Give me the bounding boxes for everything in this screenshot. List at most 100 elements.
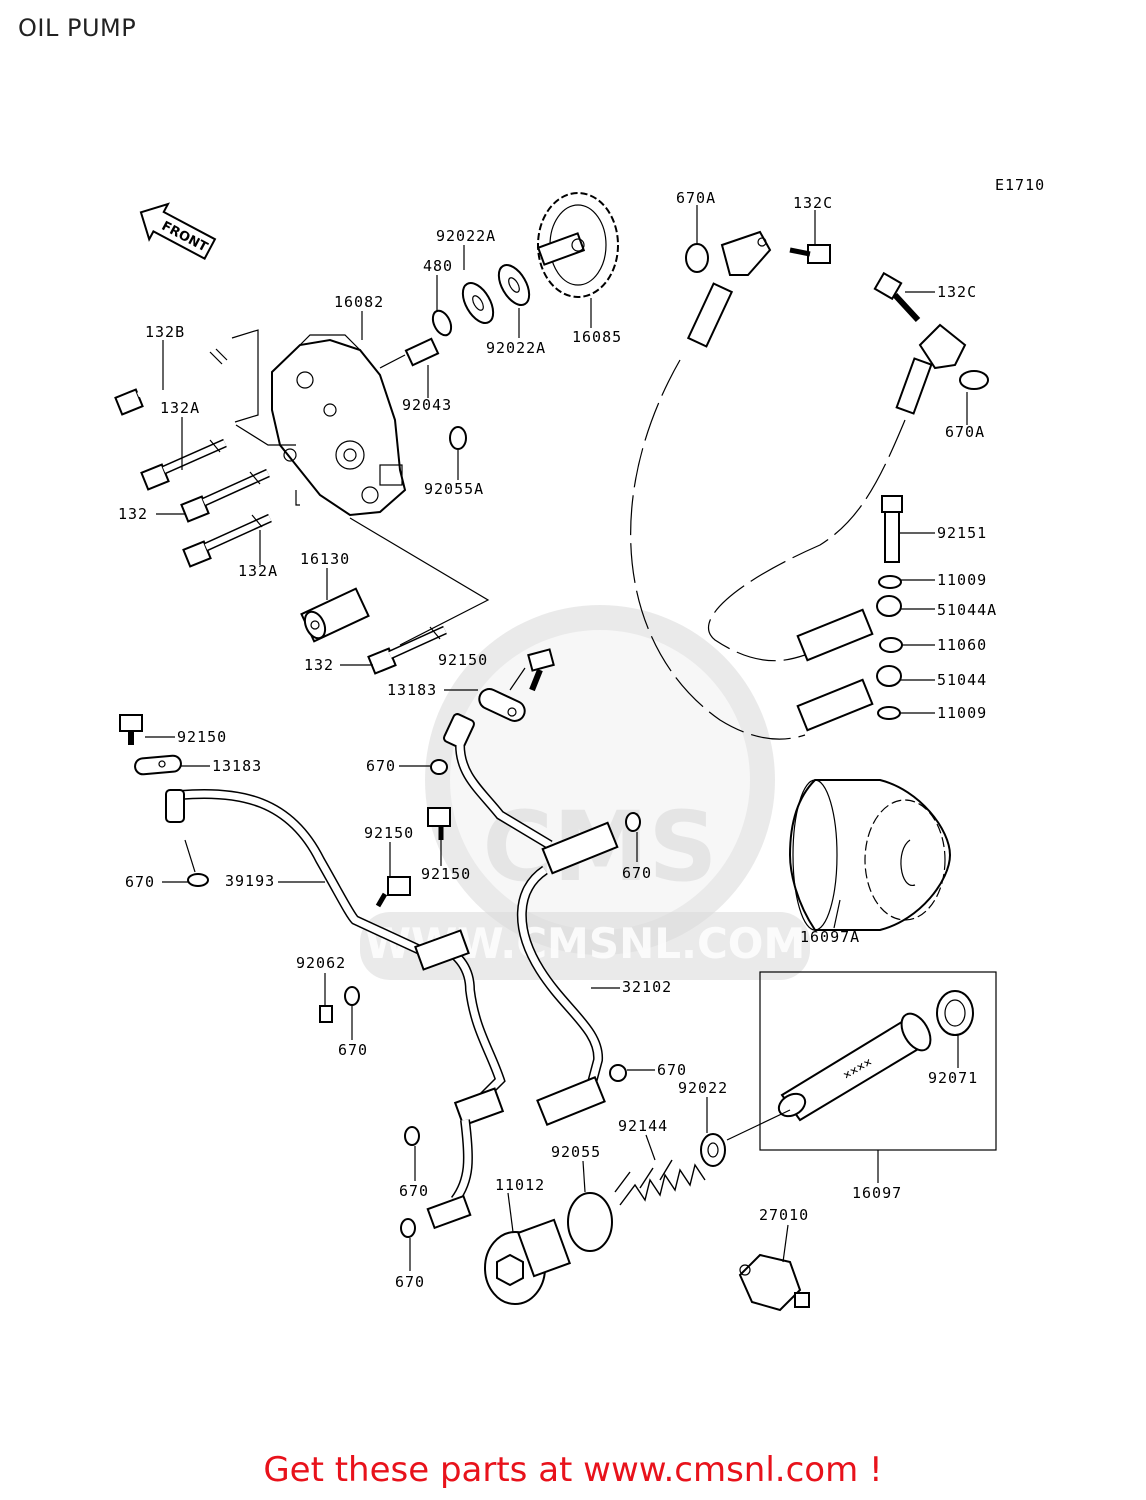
banjo-51044A[interactable] <box>796 595 902 662</box>
plate-13183-left[interactable] <box>134 754 182 776</box>
bolt-92150-mid-b[interactable] <box>375 876 411 908</box>
o-ring-670-c[interactable] <box>625 812 641 832</box>
label-132A-bottom: 132A <box>238 562 278 580</box>
watermark-logo: WWW.CMSNL.COM CMS <box>360 605 810 980</box>
label-27010: 27010 <box>759 1206 809 1224</box>
label-670-a: 670 <box>366 757 396 775</box>
label-670-b: 670 <box>622 864 652 882</box>
label-132C-right: 132C <box>937 283 977 301</box>
oil-filter-16097A[interactable] <box>788 779 952 931</box>
o-ring-92055A[interactable] <box>449 426 467 450</box>
washer-11009-bottom[interactable] <box>877 706 901 720</box>
label-92144: 92144 <box>618 1117 668 1135</box>
o-ring-670-e[interactable] <box>609 1064 627 1082</box>
label-16085: 16085 <box>572 328 622 346</box>
plate-13183-upper[interactable] <box>476 686 528 724</box>
diagram-code: E1710 <box>995 176 1045 194</box>
label-92022: 92022 <box>678 1079 728 1097</box>
banjo-bolt-92151[interactable] <box>881 495 903 563</box>
label-92043: 92043 <box>402 396 452 414</box>
banjo-51044[interactable] <box>796 665 902 732</box>
label-39193: 39193 <box>225 872 275 890</box>
front-arrow-icon: FRONT <box>139 202 217 260</box>
washer-92022A-1[interactable] <box>457 278 500 328</box>
filter-element-16097[interactable]: ×××× <box>775 1009 937 1122</box>
bolt-132-mid[interactable] <box>180 468 270 523</box>
label-92022A-top: 92022A <box>436 227 496 245</box>
label-92150-a: 92150 <box>438 651 488 669</box>
label-92055A: 92055A <box>424 480 484 498</box>
label-16082: 16082 <box>334 293 384 311</box>
label-51044: 51044 <box>937 671 987 689</box>
bolt-132A-bottom[interactable] <box>182 513 272 568</box>
label-92071: 92071 <box>928 1069 978 1087</box>
label-11009-top: 11009 <box>937 571 987 589</box>
o-ring-92055[interactable] <box>567 1192 613 1252</box>
oil-line-fitting-top[interactable] <box>685 230 831 348</box>
label-132-lower: 132 <box>304 656 334 674</box>
bolt-92150-upper[interactable] <box>527 648 555 692</box>
footer-link[interactable]: Get these parts at www.cmsnl.com ! <box>263 1450 883 1490</box>
oil-pump-body[interactable] <box>271 334 407 517</box>
pipe-39193[interactable] <box>165 788 506 1230</box>
label-51044A: 51044A <box>937 601 997 619</box>
label-92022A-bottom: 92022A <box>486 339 546 357</box>
collar-16130[interactable] <box>300 587 370 643</box>
o-ring-670-g[interactable] <box>400 1218 416 1238</box>
label-11060: 11060 <box>937 636 987 654</box>
washer-11009-top[interactable] <box>878 575 902 589</box>
pipe-32102[interactable] <box>516 865 606 1126</box>
label-13183-b: 13183 <box>212 757 262 775</box>
label-92062: 92062 <box>296 954 346 972</box>
oil-pump-parts-diagram: WWW.CMSNL.COM CMS E1710 FRONT <box>114 176 1045 1312</box>
label-11009-bottom: 11009 <box>937 704 987 722</box>
label-670-d: 670 <box>338 1041 368 1059</box>
label-32102: 32102 <box>622 978 672 996</box>
o-ring-670-f[interactable] <box>404 1126 420 1146</box>
washer-92022A-2[interactable] <box>493 260 536 310</box>
label-132-mid: 132 <box>118 505 148 523</box>
label-132B: 132B <box>145 323 185 341</box>
pipe-upper-middle[interactable] <box>443 713 619 875</box>
label-132C-top: 132C <box>793 194 833 212</box>
seal-92071[interactable] <box>936 990 974 1036</box>
set-screw-92062[interactable] <box>319 1005 333 1023</box>
label-670-f: 670 <box>399 1182 429 1200</box>
gear-16085[interactable] <box>536 192 619 298</box>
washer-11060[interactable] <box>879 637 903 653</box>
oil-line-fitting-right[interactable] <box>873 271 989 415</box>
bolt-132B[interactable] <box>114 348 228 416</box>
page-title: OIL PUMP <box>18 14 137 42</box>
label-670-e: 670 <box>657 1061 687 1079</box>
bolt-132-lower[interactable] <box>367 625 447 675</box>
washer-92022[interactable] <box>700 1133 726 1167</box>
o-ring-670-a[interactable] <box>430 759 448 775</box>
label-92150-d: 92150 <box>421 865 471 883</box>
o-ring-670-b[interactable] <box>187 873 209 887</box>
leader-lines <box>145 205 968 1271</box>
oil-pressure-switch-27010[interactable] <box>738 1253 810 1312</box>
label-11012: 11012 <box>495 1176 545 1194</box>
spring-92144[interactable] <box>614 1159 706 1206</box>
label-16097: 16097 <box>852 1184 902 1202</box>
bolt-92150-mid-a[interactable] <box>427 807 451 840</box>
label-670-c: 670 <box>125 873 155 891</box>
label-92055: 92055 <box>551 1143 601 1161</box>
label-670-g: 670 <box>395 1273 425 1291</box>
label-480: 480 <box>423 257 453 275</box>
label-13183-a: 13183 <box>387 681 437 699</box>
label-670A-right: 670A <box>945 423 985 441</box>
label-670A-top: 670A <box>676 189 716 207</box>
label-132A-top: 132A <box>160 399 200 417</box>
circlip-480[interactable] <box>429 308 454 338</box>
pin-92043[interactable] <box>379 337 440 369</box>
bolt-92150-left[interactable] <box>119 714 143 745</box>
label-16097A: 16097A <box>800 928 860 946</box>
bolt-132A-top[interactable] <box>140 438 227 491</box>
label-92150-b: 92150 <box>177 728 227 746</box>
o-ring-670-d[interactable] <box>344 986 360 1006</box>
label-92150-c: 92150 <box>364 824 414 842</box>
relief-valve-plug-11012[interactable] <box>484 1218 572 1305</box>
part-labels: 132B 132A 132 132A 16082 480 92022A 9202… <box>118 189 997 1291</box>
label-92151: 92151 <box>937 524 987 542</box>
